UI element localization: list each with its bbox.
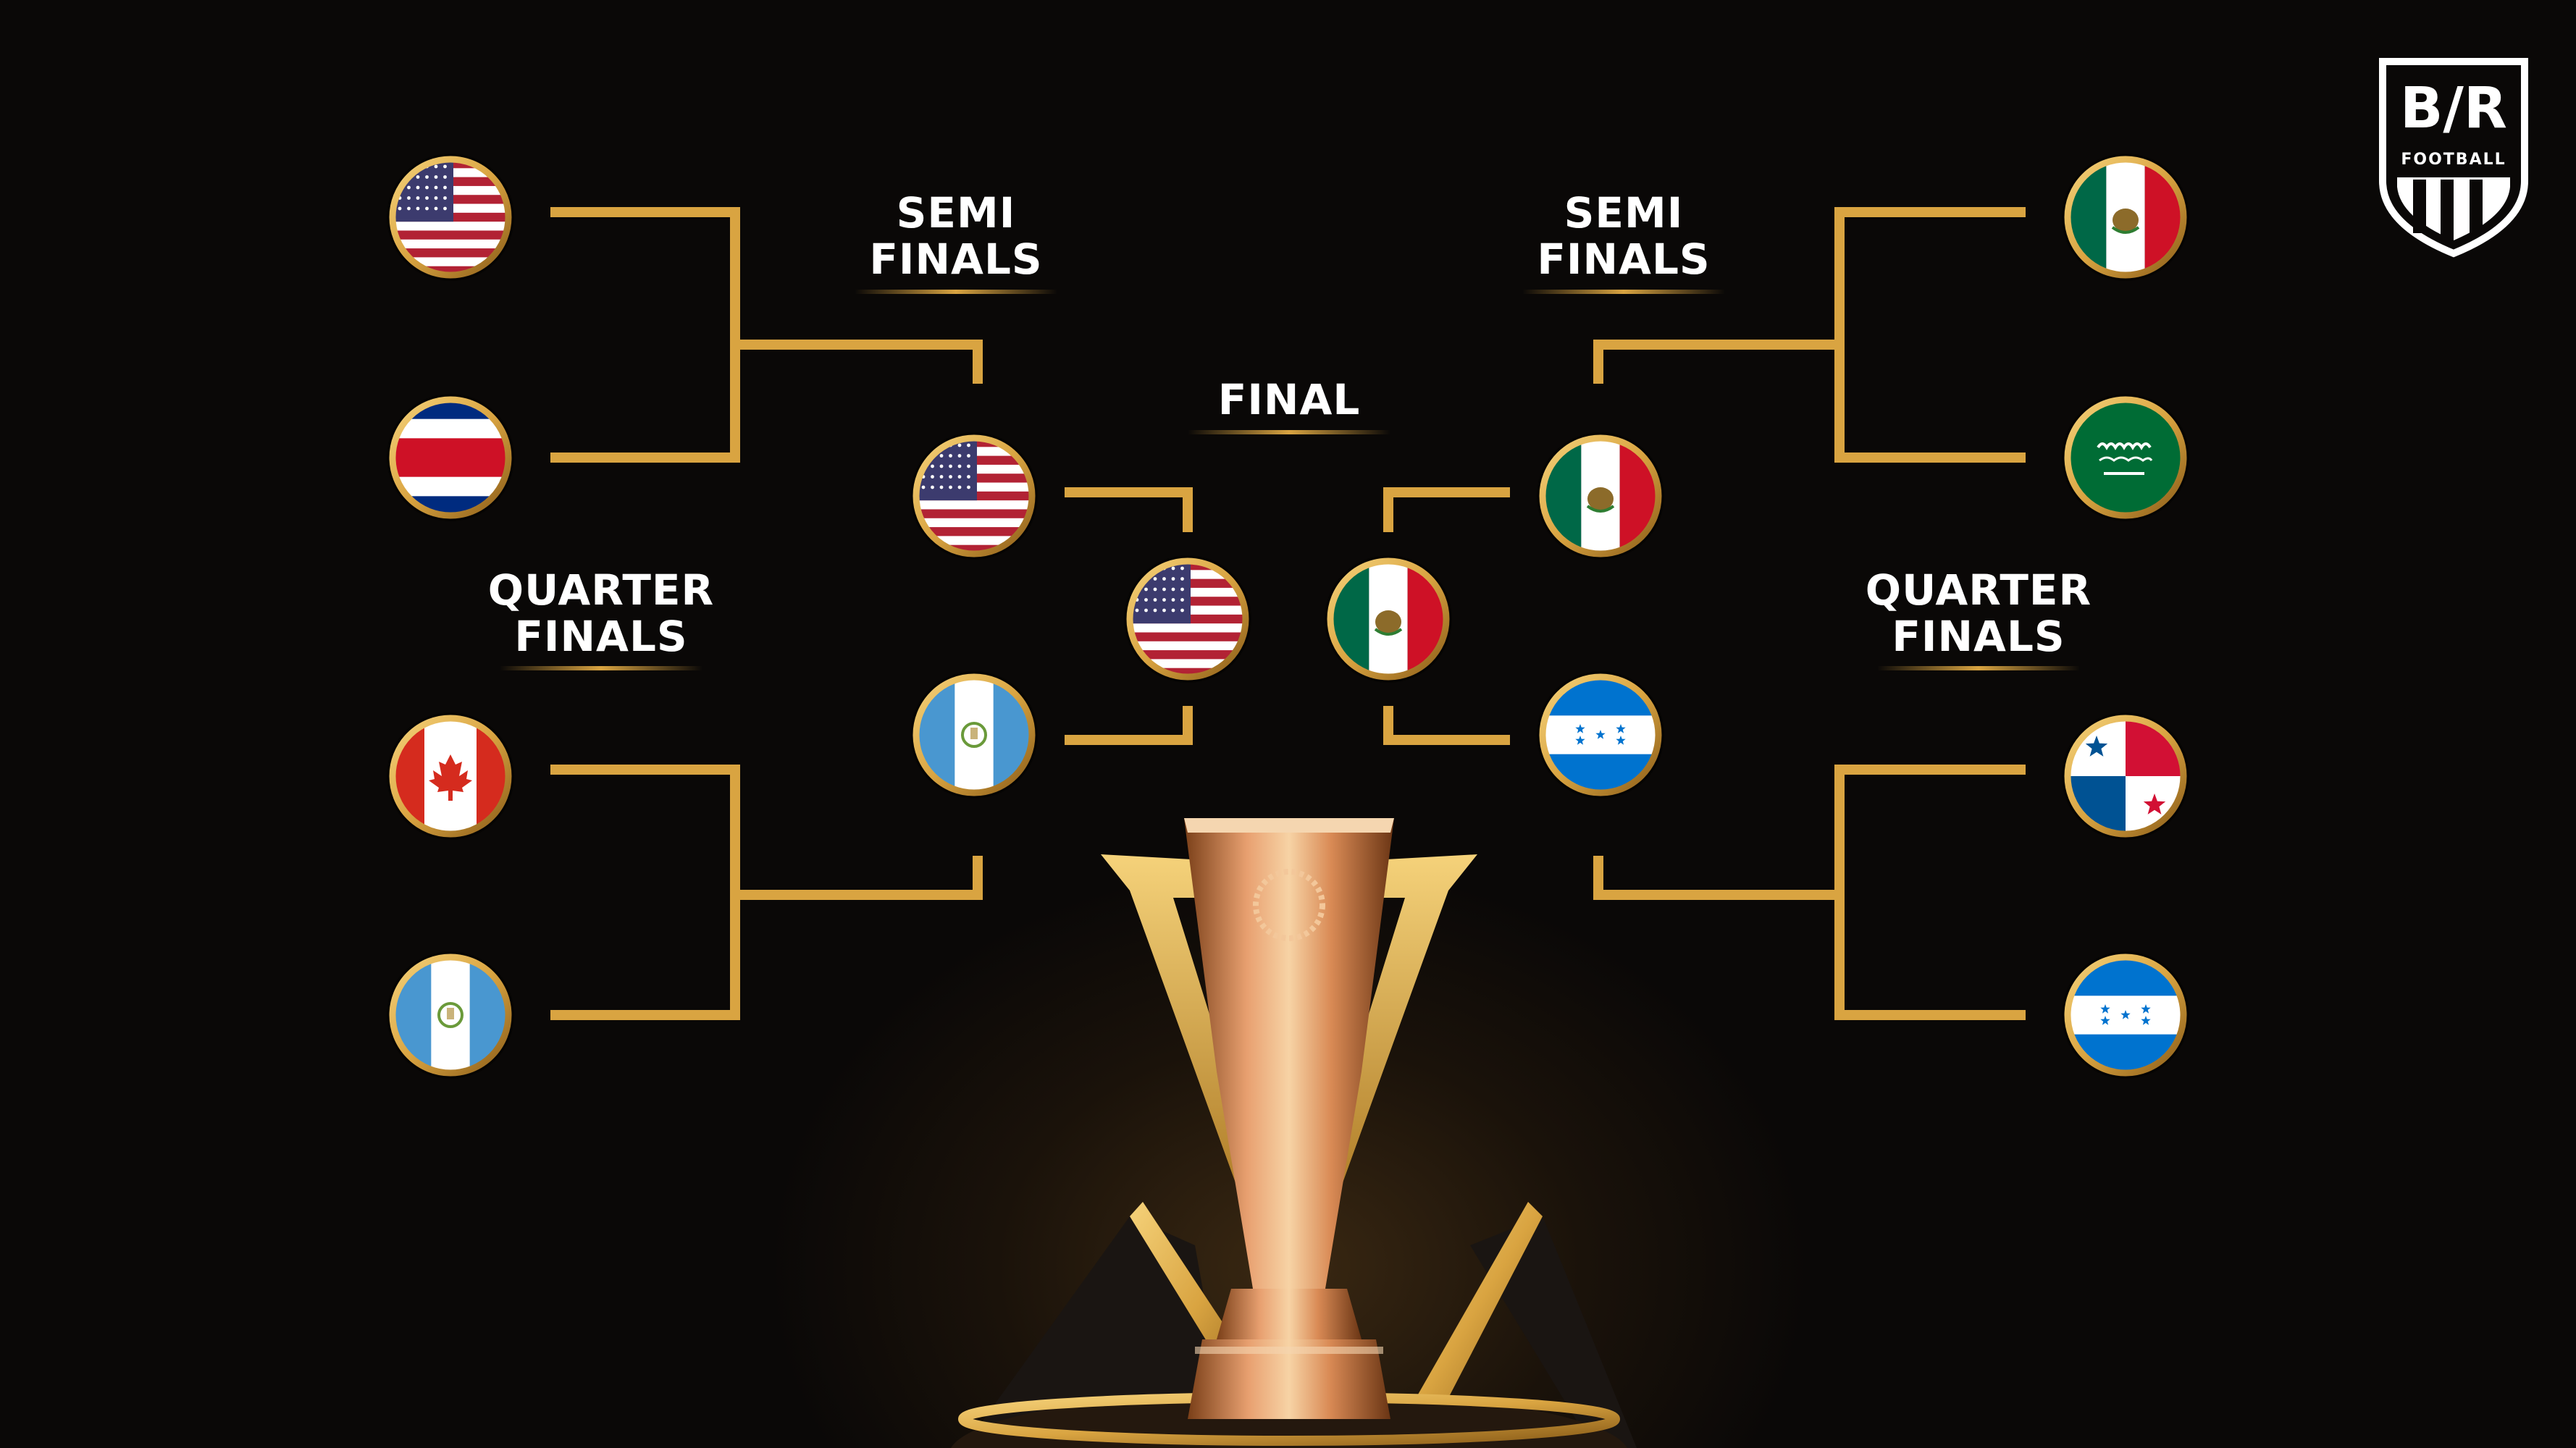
quarter-finals-left-label: QUARTER FINALS xyxy=(442,567,760,660)
quarter-left-line1: QUARTER xyxy=(487,565,715,615)
mexico-flag-icon xyxy=(2062,153,2189,281)
bracket-lines xyxy=(550,207,2026,1020)
bracket-flags xyxy=(387,153,2189,1079)
quarter-right-underline xyxy=(1877,666,2080,670)
connector-qf-left-top-to-sf xyxy=(735,340,983,384)
connector-qf-right-bottom-to-sf xyxy=(1593,856,1839,900)
mexico-flag-icon xyxy=(1537,432,1664,560)
semi-finals-left-label: SEMI FINALS xyxy=(818,190,1094,282)
quarter-left-line2: FINALS xyxy=(514,612,688,661)
final-label: FINAL xyxy=(1144,376,1434,423)
connector-qf-right-top xyxy=(1834,207,2026,463)
semi-finals-right-label: SEMI FINALS xyxy=(1486,190,1761,282)
semi-right-line1: SEMI xyxy=(1564,188,1684,237)
connector-sf-left-bottom-to-final xyxy=(1065,706,1193,745)
costa-rica-flag-icon xyxy=(387,394,514,521)
quarter-left-underline xyxy=(500,666,702,670)
usa-flag-icon xyxy=(910,432,1038,560)
final-underline xyxy=(1188,430,1390,434)
trophy-icon xyxy=(951,818,1637,1448)
logo-subtitle: FOOTBALL xyxy=(2401,151,2506,169)
semi-left-line1: SEMI xyxy=(896,188,1016,237)
connector-sf-right-top-to-final xyxy=(1383,487,1510,532)
connector-qf-right-bottom xyxy=(1834,765,2026,1020)
guatemala-flag-icon xyxy=(387,951,514,1079)
saudi-arabia-flag-icon xyxy=(2062,394,2189,521)
connector-qf-left-bottom-to-sf xyxy=(735,856,983,900)
quarter-right-line1: QUARTER xyxy=(1865,565,2092,615)
quarter-finals-right-label: QUARTER FINALS xyxy=(1819,567,2138,660)
semi-left-underline xyxy=(855,290,1057,294)
honduras-flag-icon xyxy=(1537,671,1664,799)
panama-flag-icon xyxy=(2062,712,2189,840)
semi-left-line2: FINALS xyxy=(869,235,1043,284)
quarter-right-line2: FINALS xyxy=(1892,612,2065,661)
canada-flag-icon xyxy=(387,712,514,840)
connector-qf-right-top-to-sf xyxy=(1593,340,1839,384)
connector-qf-left-top xyxy=(550,207,740,463)
logo-wordmark: B/R xyxy=(2399,76,2507,141)
mexico-flag-icon xyxy=(1325,555,1452,683)
semi-right-line2: FINALS xyxy=(1537,235,1711,284)
final-text: FINAL xyxy=(1217,375,1361,424)
connector-qf-left-bottom xyxy=(550,765,740,1020)
semi-right-underline xyxy=(1522,290,1725,294)
connector-sf-left-top-to-final xyxy=(1065,487,1193,532)
honduras-flag-icon xyxy=(2062,951,2189,1079)
usa-flag-icon xyxy=(1124,555,1251,683)
connector-sf-right-bottom-to-final xyxy=(1383,706,1510,745)
usa-flag-icon xyxy=(387,153,514,281)
guatemala-flag-icon xyxy=(910,671,1038,799)
br-football-logo xyxy=(2379,58,2528,258)
